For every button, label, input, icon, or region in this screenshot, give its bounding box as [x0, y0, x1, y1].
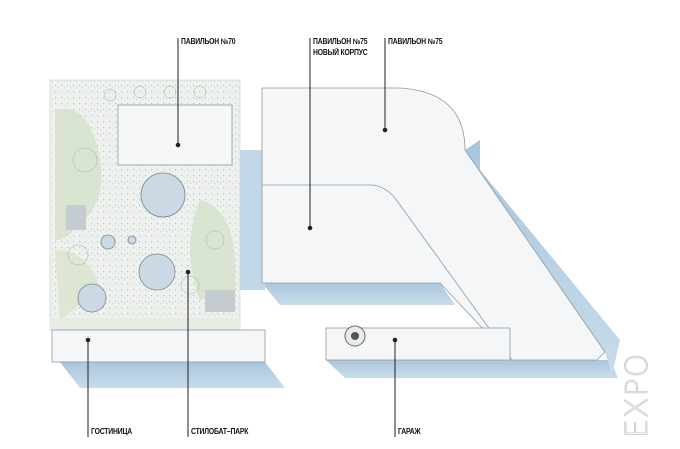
label-hotel: ГОСТИНИЦА	[91, 427, 132, 436]
label-pavilion-75: ПАВИЛЬОН №75	[388, 37, 443, 46]
hotel-building	[51, 329, 266, 363]
building-shadows	[60, 140, 620, 388]
label-stylobate-park: СТИЛОБАТ–ПАРК	[191, 427, 249, 436]
stylobate-park	[49, 79, 241, 331]
label-pavilion-75-new-line1: ПАВИЛЬОН №75	[313, 37, 368, 46]
garage-building	[325, 325, 511, 361]
pavilion-75-complex	[261, 87, 606, 361]
expo-watermark: EXPO	[620, 352, 656, 438]
label-pavilion-70: ПАВИЛЬОН №70	[181, 37, 236, 46]
label-garage: ГАРАЖ	[398, 427, 421, 436]
leader-lines	[85, 38, 398, 437]
label-pavilion-75-new-line2: НОВЫЙ КОРПУС	[313, 48, 368, 57]
